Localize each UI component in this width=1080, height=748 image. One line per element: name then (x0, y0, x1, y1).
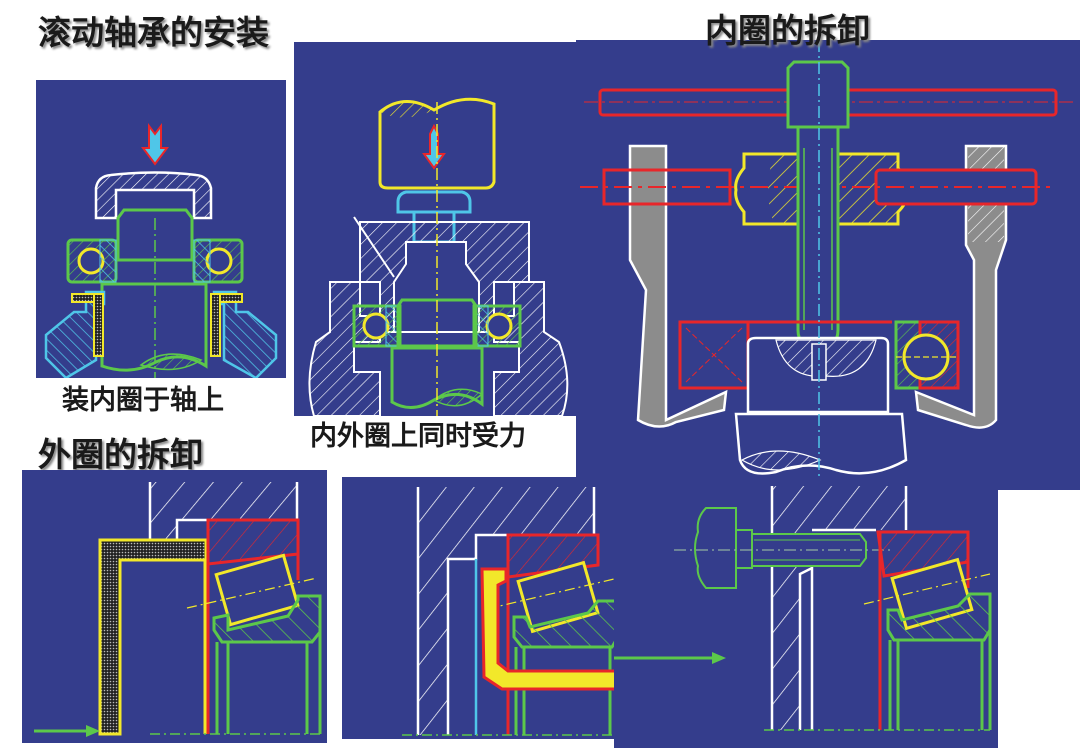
inner-ring-removal-title: 内圈的拆卸 (705, 11, 870, 50)
press-arrow-icon (422, 123, 446, 170)
install-inner-ring-drawing (44, 123, 278, 378)
housing-base (308, 281, 381, 416)
panel-outer-ring-removal-3 (614, 478, 998, 748)
inner-ring (212, 594, 322, 644)
outer-ring-removal-3-drawing (614, 486, 992, 731)
mounting-sleeve (94, 171, 213, 220)
force-both-rings-drawing (308, 97, 569, 416)
shaft (116, 208, 194, 262)
removal-tool (98, 538, 208, 736)
panel-install-inner-ring (36, 80, 286, 378)
roller (214, 553, 300, 627)
panel-force-both-rings (294, 42, 580, 416)
screw-head (786, 60, 850, 129)
main-title: 滚动轴承的安装 (38, 13, 269, 52)
caption-mount-inner-on-shaft: 装内圈于轴上 (62, 385, 224, 416)
press-ram (378, 97, 496, 190)
pull-arrow-icon (34, 725, 100, 737)
pull-arrow-icon (614, 652, 726, 664)
puller-arm-left (628, 144, 728, 428)
inner-ring-removal-drawing (580, 40, 1076, 490)
inner-ring (886, 592, 992, 642)
panel-outer-ring-removal-1 (22, 470, 327, 743)
shaft (396, 298, 478, 348)
outer-ring-removal-title: 外圈的拆卸 (38, 435, 203, 474)
panel-inner-ring-removal (576, 40, 1080, 490)
hex-nut (396, 190, 472, 214)
removal-bolt (674, 507, 894, 589)
press-arrow-icon (141, 123, 169, 166)
caption-force-on-both-rings: 内外圈上同时受力 (310, 421, 526, 452)
outer-ring-removal-1-drawing (34, 482, 322, 737)
